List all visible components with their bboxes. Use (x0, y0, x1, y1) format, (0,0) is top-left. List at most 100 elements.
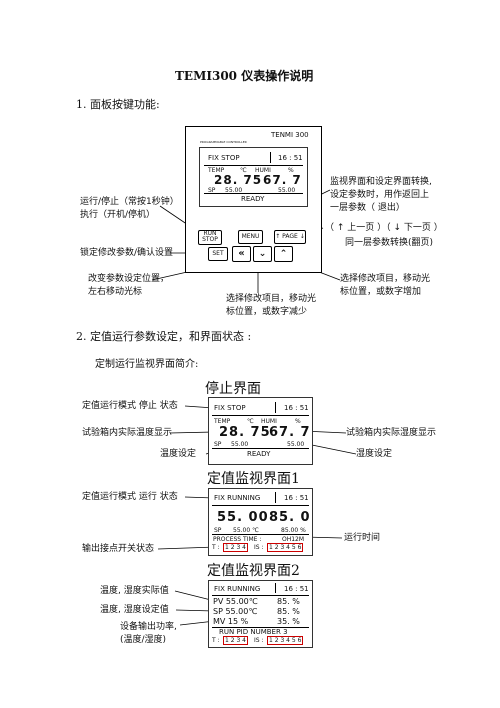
panel-state: READY (241, 195, 265, 203)
mon2-time: 16 : 51 (284, 585, 309, 593)
mon1-process-label: PROCESS TIME : (213, 536, 262, 543)
stop-humi-value: 67. 7 (269, 425, 311, 440)
mon1-sp-temp: 55.00 ℃ (233, 527, 259, 534)
doc-title: TEMI300 仪表操作说明 (175, 69, 314, 83)
section-2-sub: 定制运行监视界面简介: (95, 359, 199, 370)
panel-sp-humi: 55.00 (278, 187, 296, 194)
set-button[interactable]: SET (208, 247, 228, 261)
stop-screen-heading: 停止界面 (205, 381, 261, 397)
annotation-stop-temp: 试验箱内实际温度显示 (82, 428, 173, 438)
panel-humi-label: HUMI (255, 167, 271, 174)
mon1-t-outputs: 1 2 3 4 (223, 543, 248, 552)
annotation-page: 同一层参数转换(翻页) (345, 238, 434, 248)
mon1-lcd: FIX RUNNING 16 : 51 55. 00 85. 0 SP 55.0… (208, 488, 313, 556)
page-up-icon: ↑ (275, 233, 281, 240)
divider (212, 534, 309, 535)
stop-sp-temp: 55.00 (231, 441, 249, 448)
divider (204, 165, 303, 166)
stop-temp-unit: ℃ (247, 418, 254, 425)
stop-temp-label: TEMP (214, 418, 231, 425)
annotation-left-right: 改变参数设定位置， 左右移动光标 (88, 274, 170, 297)
mon2-t-nums: 1 2 3 4 (223, 636, 248, 645)
run-stop-button[interactable]: RUN STOP (198, 230, 222, 245)
annotation-mon1-time: 运行时间 (344, 533, 381, 543)
annotation-stop-humi: 试验箱内实际湿度显示 (346, 428, 437, 438)
panel-sp-temp: 55.00 (225, 187, 243, 194)
page-button[interactable]: ↑ PAGE ↓ (274, 230, 306, 244)
down-button[interactable]: ⌄ (253, 246, 272, 262)
mon2-sp: SP 55.00℃ (213, 607, 258, 616)
mon2-pv: PV 55.00℃ (213, 597, 258, 606)
mon1-t-label: T : (212, 544, 220, 551)
panel-humi-value: 67. 7 (263, 173, 302, 187)
panel-sp-label: SP (208, 187, 216, 194)
mon1-time: 16 : 51 (284, 494, 309, 502)
up-button[interactable]: ⌃ (274, 246, 293, 262)
panel-mode: FIX STOP (208, 154, 240, 162)
mon2-is-nums: 1 2 3 4 5 6 (267, 636, 304, 645)
mon1-humi-value: 85. 0 (269, 510, 311, 525)
divider (275, 583, 276, 593)
section-2-heading: 2. 定值运行参数设定，和界面状态 : (76, 330, 252, 343)
mon2-sp-humi: 85. % (277, 607, 300, 616)
panel-temp-value: 28. 75 (214, 173, 263, 187)
mon2-t-label: T : (212, 637, 220, 644)
mon2-mv: MV 15 % (213, 617, 249, 626)
mon2-mv-humi: 35. % (277, 617, 300, 626)
divider (212, 448, 309, 449)
page-button-label: PAGE (282, 233, 298, 240)
divider (275, 492, 276, 503)
controller-panel: TENMI 300 PROGRAMMABLE CONTROLLER FIX ST… (185, 126, 322, 273)
stop-temp-value: 28. 75 (219, 425, 271, 440)
panel-time: 16 : 51 (278, 154, 303, 162)
mon2-mode: FIX RUNNING (214, 585, 261, 593)
panel-small-label: PROGRAMMABLE CONTROLLER (200, 140, 247, 144)
mon2-is-outputs: 1 2 3 4 5 6 (267, 636, 304, 645)
menu-button[interactable]: MENU (238, 230, 263, 244)
annotation-down: 选择修改项目，移动光 标位置，或数字减少 (226, 294, 317, 317)
left-shift-button[interactable]: « (232, 246, 251, 262)
annotation-stop-tset: 温度设定 (160, 449, 197, 459)
double-chevron-left-icon: « (238, 248, 245, 259)
mon2-t-outputs: 1 2 3 4 (223, 636, 248, 645)
divider (270, 152, 271, 163)
panel-temp-unit: ℃ (240, 167, 247, 174)
panel-lcd: FIX STOP 16 : 51 TEMP ℃ HUMI % 28. 75 67… (199, 147, 308, 207)
stop-mode: FIX STOP (214, 404, 246, 412)
mon1-is-outputs: 1 2 3 4 5 6 (267, 543, 304, 552)
mon2-heading: 定值监视界面2 (207, 563, 300, 579)
annotation-up: 选择修改项目，移动光 标位置，或数字增加 (340, 274, 431, 297)
divider (212, 595, 309, 596)
section-1-heading: 1. 面板按键功能: (76, 98, 160, 111)
annotation-stop-mode: 定值运行模式 停止 状态 (82, 401, 178, 411)
annotation-run: 运行/停止（常按1秒钟） 执行（开机/停机） (80, 197, 179, 220)
stop-humi-unit: % (295, 418, 301, 425)
annotation-mon2-sp: 温度, 湿度设定值 (100, 605, 169, 615)
divider (212, 627, 309, 628)
annotation-menu: 监视界面和设定界面转换, 设定参数时，用作返回上 一层参数（ 退出） (330, 177, 432, 213)
mon2-pid: RUN PID NUMBER 3 (219, 628, 288, 636)
mon1-sp-label: SP (214, 527, 222, 534)
stop-sp-label: SP (214, 441, 222, 448)
stop-screen-lcd: FIX STOP 16 : 51 TEMP ℃ HUMI % 28. 75 67… (208, 397, 313, 465)
panel-temp-label: TEMP (208, 167, 225, 174)
panel-humi-unit: % (288, 167, 294, 174)
double-chevron-up-icon: ⌃ (279, 249, 288, 259)
annotation-set: 锁定修改参数/确认设置 (80, 248, 174, 258)
mon2-lcd: FIX RUNNING 16 : 51 PV 55.00℃ 85. % SP 5… (208, 580, 313, 648)
mon1-is-label: IS : (254, 544, 264, 551)
stop-state: READY (247, 450, 271, 458)
divider (212, 415, 309, 416)
annotation-mon1-mode: 定值运行模式 运行 状态 (82, 492, 178, 502)
panel-brand: TENMI 300 (271, 131, 309, 139)
mon1-t-nums: 1 2 3 4 (223, 543, 248, 552)
mon1-sp-humi: 85.00 % (281, 527, 306, 534)
mon2-pv-humi: 85. % (277, 597, 300, 606)
mon1-heading: 定值监视界面1 (207, 471, 300, 487)
annotation-mon2-pv: 温度, 湿度实际值 (100, 586, 169, 596)
divider (204, 193, 303, 194)
mon2-is-label: IS : (254, 637, 264, 644)
divider (212, 505, 309, 506)
stop-humi-label: HUMI (261, 418, 277, 425)
annotation-mon2-mv: 设备输出功率, (温度/湿度) (120, 622, 177, 645)
